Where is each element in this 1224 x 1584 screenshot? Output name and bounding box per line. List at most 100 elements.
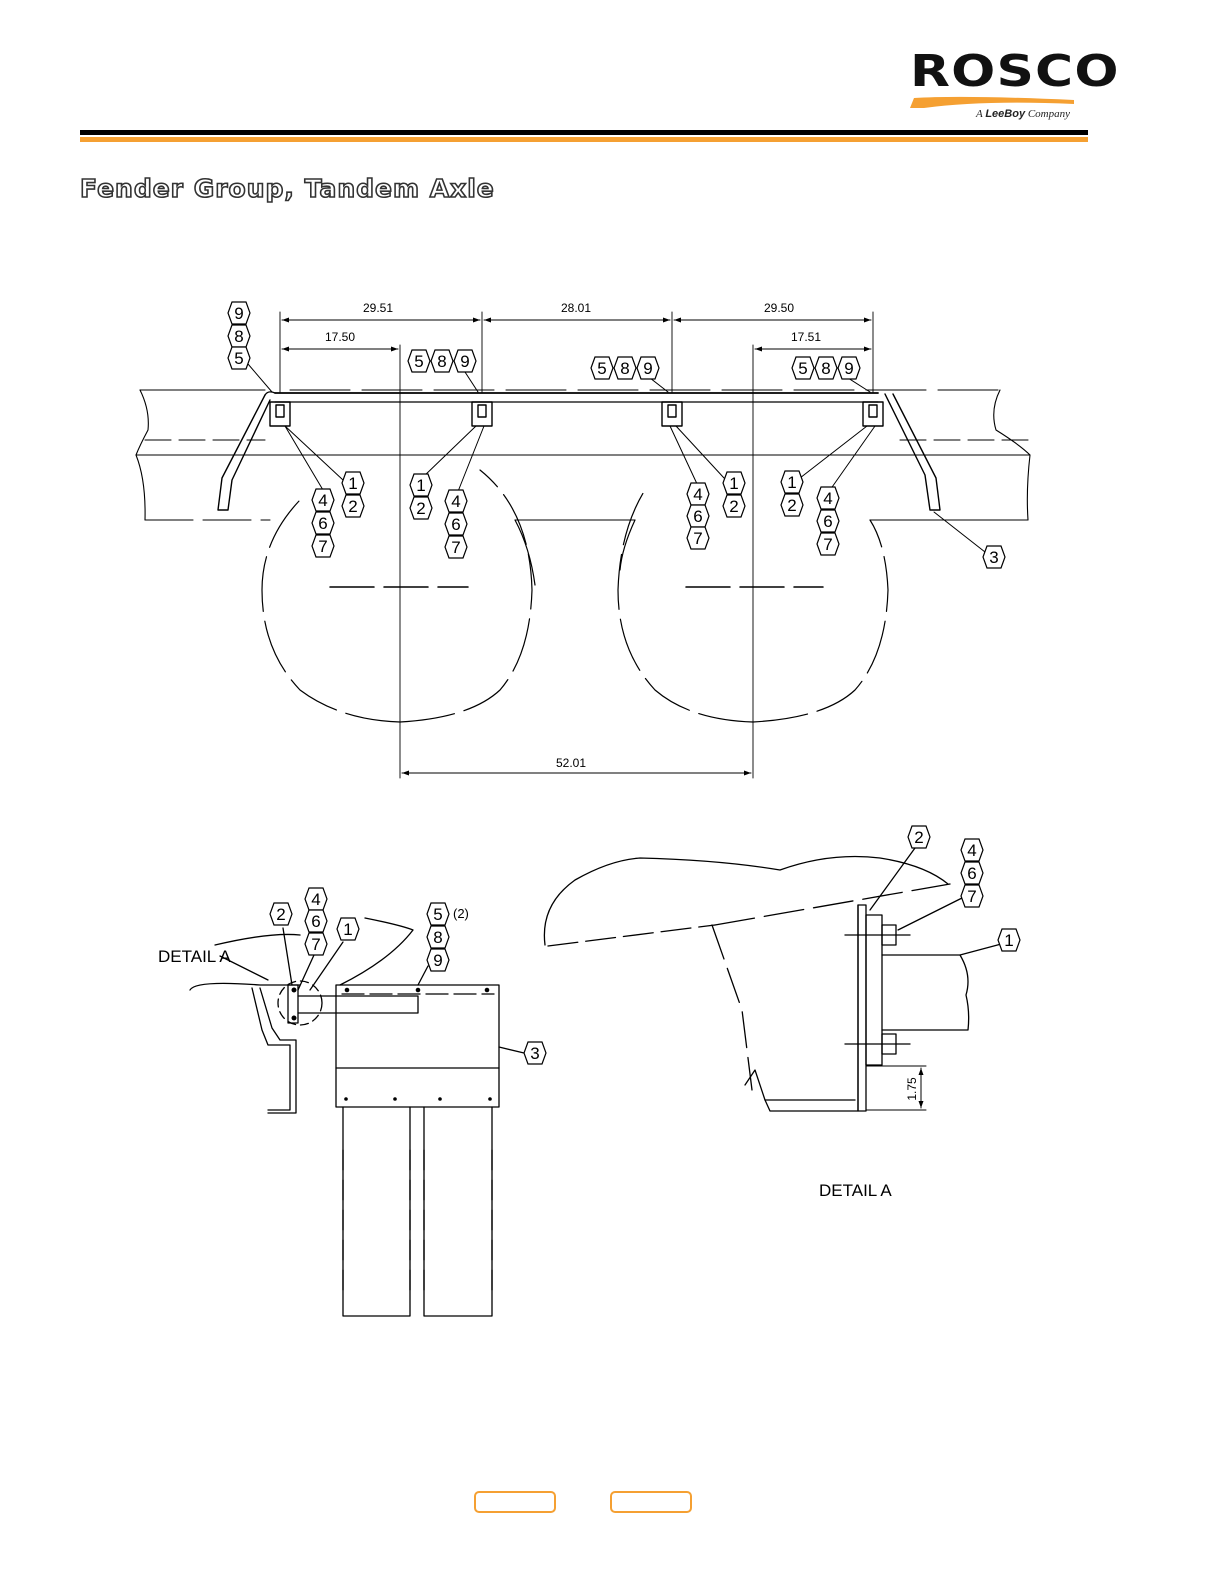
balloon-8: 8 (614, 357, 636, 379)
svg-text:2: 2 (348, 497, 357, 516)
svg-text:9: 9 (844, 359, 853, 378)
svg-text:6: 6 (823, 512, 832, 531)
svg-text:1: 1 (1004, 931, 1013, 950)
balloon-5: 5 (408, 350, 430, 372)
callout-balloons: 9 8 5 5 8 9 5 8 9 5 8 9 1 2 4 6 7 1 2 4 … (228, 302, 1020, 1064)
balloon-8: 8 (431, 350, 453, 372)
balloon-6: 6 (312, 512, 334, 534)
balloon-7: 7 (305, 933, 327, 955)
balloon-2: 2 (781, 494, 803, 516)
dimension-label: 1.75 (905, 1077, 919, 1101)
previous-page-button[interactable] (474, 1491, 556, 1513)
svg-text:7: 7 (693, 529, 702, 548)
balloon-6: 6 (817, 510, 839, 532)
balloon-5: 5 (427, 903, 449, 925)
balloon-4: 4 (687, 483, 709, 505)
svg-text:5: 5 (597, 359, 606, 378)
balloon-1: 1 (723, 472, 745, 494)
balloon-1: 1 (781, 471, 803, 493)
balloon-2: 2 (908, 826, 930, 848)
balloon-7: 7 (445, 536, 467, 558)
svg-text:5: 5 (414, 352, 423, 371)
dimension-label: 52.01 (556, 756, 586, 770)
svg-text:8: 8 (433, 928, 442, 947)
dimension-label: 29.50 (764, 301, 794, 315)
dimension-label: 17.51 (791, 330, 821, 344)
svg-text:2: 2 (276, 905, 285, 924)
balloon-7: 7 (687, 527, 709, 549)
balloon-1: 1 (337, 918, 359, 940)
balloon-4: 4 (305, 888, 327, 910)
next-page-button[interactable] (610, 1491, 692, 1513)
quantity-note: (2) (453, 906, 469, 921)
balloon-9: 9 (427, 949, 449, 971)
balloon-2: 2 (270, 903, 292, 925)
balloon-8: 8 (228, 325, 250, 347)
svg-text:8: 8 (234, 327, 243, 346)
balloon-7: 7 (817, 533, 839, 555)
detail-a-title: DETAIL A (819, 1181, 892, 1200)
balloon-5: 5 (228, 347, 250, 369)
mount-brackets (270, 402, 883, 426)
balloon-6: 6 (961, 862, 983, 884)
svg-text:7: 7 (318, 537, 327, 556)
svg-text:4: 4 (311, 890, 320, 909)
svg-text:9: 9 (433, 951, 442, 970)
svg-text:1: 1 (787, 473, 796, 492)
balloon-2: 2 (342, 495, 364, 517)
balloon-4: 4 (312, 489, 334, 511)
balloon-1: 1 (342, 472, 364, 494)
balloon-8: 8 (427, 926, 449, 948)
svg-text:2: 2 (914, 828, 923, 847)
balloon-2: 2 (723, 495, 745, 517)
svg-text:9: 9 (460, 352, 469, 371)
balloon-4: 4 (445, 490, 467, 512)
balloon-4: 4 (961, 839, 983, 861)
svg-text:3: 3 (989, 548, 998, 567)
svg-text:7: 7 (311, 935, 320, 954)
tire-front (262, 470, 535, 722)
svg-text:4: 4 (967, 841, 976, 860)
balloon-4: 4 (817, 487, 839, 509)
balloon-6: 6 (305, 910, 327, 932)
balloon-1: 1 (998, 929, 1020, 951)
svg-text:8: 8 (620, 359, 629, 378)
detail-a-label: DETAIL A (158, 947, 231, 966)
balloon-2: 2 (410, 497, 432, 519)
svg-text:1: 1 (343, 920, 352, 939)
balloon-9: 9 (838, 357, 860, 379)
svg-text:5: 5 (798, 359, 807, 378)
svg-text:9: 9 (234, 304, 243, 323)
dimension-label: 17.50 (325, 330, 355, 344)
svg-text:1: 1 (348, 474, 357, 493)
svg-text:1: 1 (729, 474, 738, 493)
svg-text:2: 2 (787, 496, 796, 515)
balloon-7: 7 (312, 535, 334, 557)
balloon-7: 7 (961, 885, 983, 907)
dimension-label: 29.51 (363, 301, 393, 315)
svg-text:2: 2 (416, 499, 425, 518)
dimension-label: 28.01 (561, 301, 591, 315)
svg-text:6: 6 (451, 515, 460, 534)
balloon-5: 5 (591, 357, 613, 379)
svg-text:6: 6 (311, 912, 320, 931)
balloon-9: 9 (228, 302, 250, 324)
balloon-3: 3 (524, 1042, 546, 1064)
end-view (190, 918, 524, 1316)
detail-a-view (544, 848, 1005, 1111)
svg-text:5: 5 (433, 905, 442, 924)
svg-text:6: 6 (967, 864, 976, 883)
svg-text:4: 4 (823, 489, 832, 508)
svg-text:8: 8 (437, 352, 446, 371)
svg-text:4: 4 (318, 491, 327, 510)
balloon-8: 8 (815, 357, 837, 379)
balloon-9: 9 (637, 357, 659, 379)
svg-text:4: 4 (451, 492, 460, 511)
svg-text:7: 7 (967, 887, 976, 906)
svg-text:6: 6 (693, 507, 702, 526)
balloon-1: 1 (410, 474, 432, 496)
svg-text:7: 7 (451, 538, 460, 557)
balloon-6: 6 (687, 505, 709, 527)
balloon-3: 3 (983, 546, 1005, 568)
